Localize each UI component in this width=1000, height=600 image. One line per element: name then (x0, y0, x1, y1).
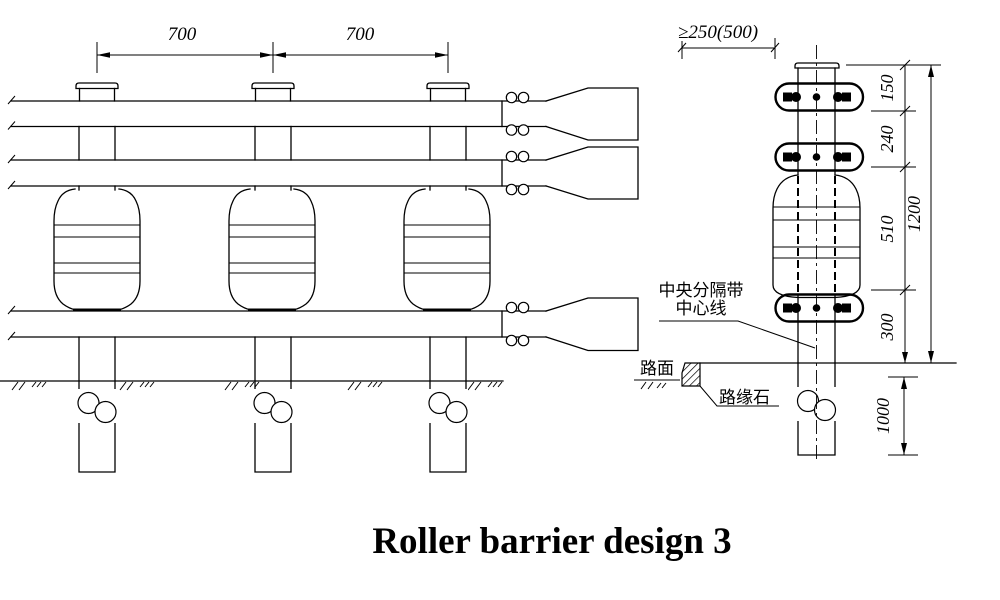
dim-label-1200: 1200 (904, 196, 924, 232)
pipe-break-symbol (76, 388, 118, 424)
curb-block (681, 362, 701, 387)
label-median-line2: 中心线 (676, 299, 727, 318)
dimension-post-spacing: 700 700 (96, 24, 449, 73)
roller-barrel (402, 187, 492, 312)
bolt-set-rail1 (783, 92, 851, 102)
section-view: ≥250(500) (634, 22, 957, 460)
curb-callout: 路缘石 (699, 385, 779, 407)
drawing-title: Roller barrier design 3 (372, 521, 731, 562)
buried-posts (76, 336, 469, 473)
pipe-break-symbol (427, 388, 469, 424)
median-callout: 中央分隔带 中心线 (659, 281, 816, 349)
label-median-line1: 中央分隔带 (659, 281, 744, 300)
bolt-set-rail2 (783, 152, 851, 162)
rail-top (7, 87, 639, 141)
dimension-chain-right: 150 240 510 300 (846, 59, 941, 363)
roller-barrel (52, 187, 142, 312)
road-surface-callout: 路面 (634, 359, 680, 390)
dimension-offset: ≥250(500) (677, 22, 780, 59)
dim-label-240: 240 (877, 126, 897, 153)
dim-label-700-right: 700 (346, 24, 375, 45)
section-post (794, 62, 840, 364)
label-road-surface: 路面 (640, 359, 674, 378)
roller-barrel (227, 187, 317, 312)
elevation-view: 700 700 (0, 24, 639, 473)
label-curb: 路缘石 (719, 388, 770, 407)
dim-label-510: 510 (877, 216, 897, 243)
dim-label-300: 300 (877, 314, 897, 342)
dimension-1000: 1000 (873, 376, 918, 456)
guardrail-posts (75, 82, 470, 191)
pipe-break-symbol (252, 388, 294, 424)
ground-line (0, 380, 504, 391)
dim-label-1000: 1000 (873, 398, 893, 434)
rail-middle (7, 146, 639, 200)
dimension-1200: 1200 (904, 65, 934, 363)
dim-label-150: 150 (877, 75, 897, 102)
dim-label-700-left: 700 (168, 24, 197, 45)
dim-label-offset: ≥250(500) (678, 22, 758, 43)
rail-cross-sections (774, 82, 865, 323)
rail-bottom (7, 297, 639, 352)
rail-joint-break-marks (505, 91, 530, 347)
bolt-set-rail3 (783, 303, 851, 313)
